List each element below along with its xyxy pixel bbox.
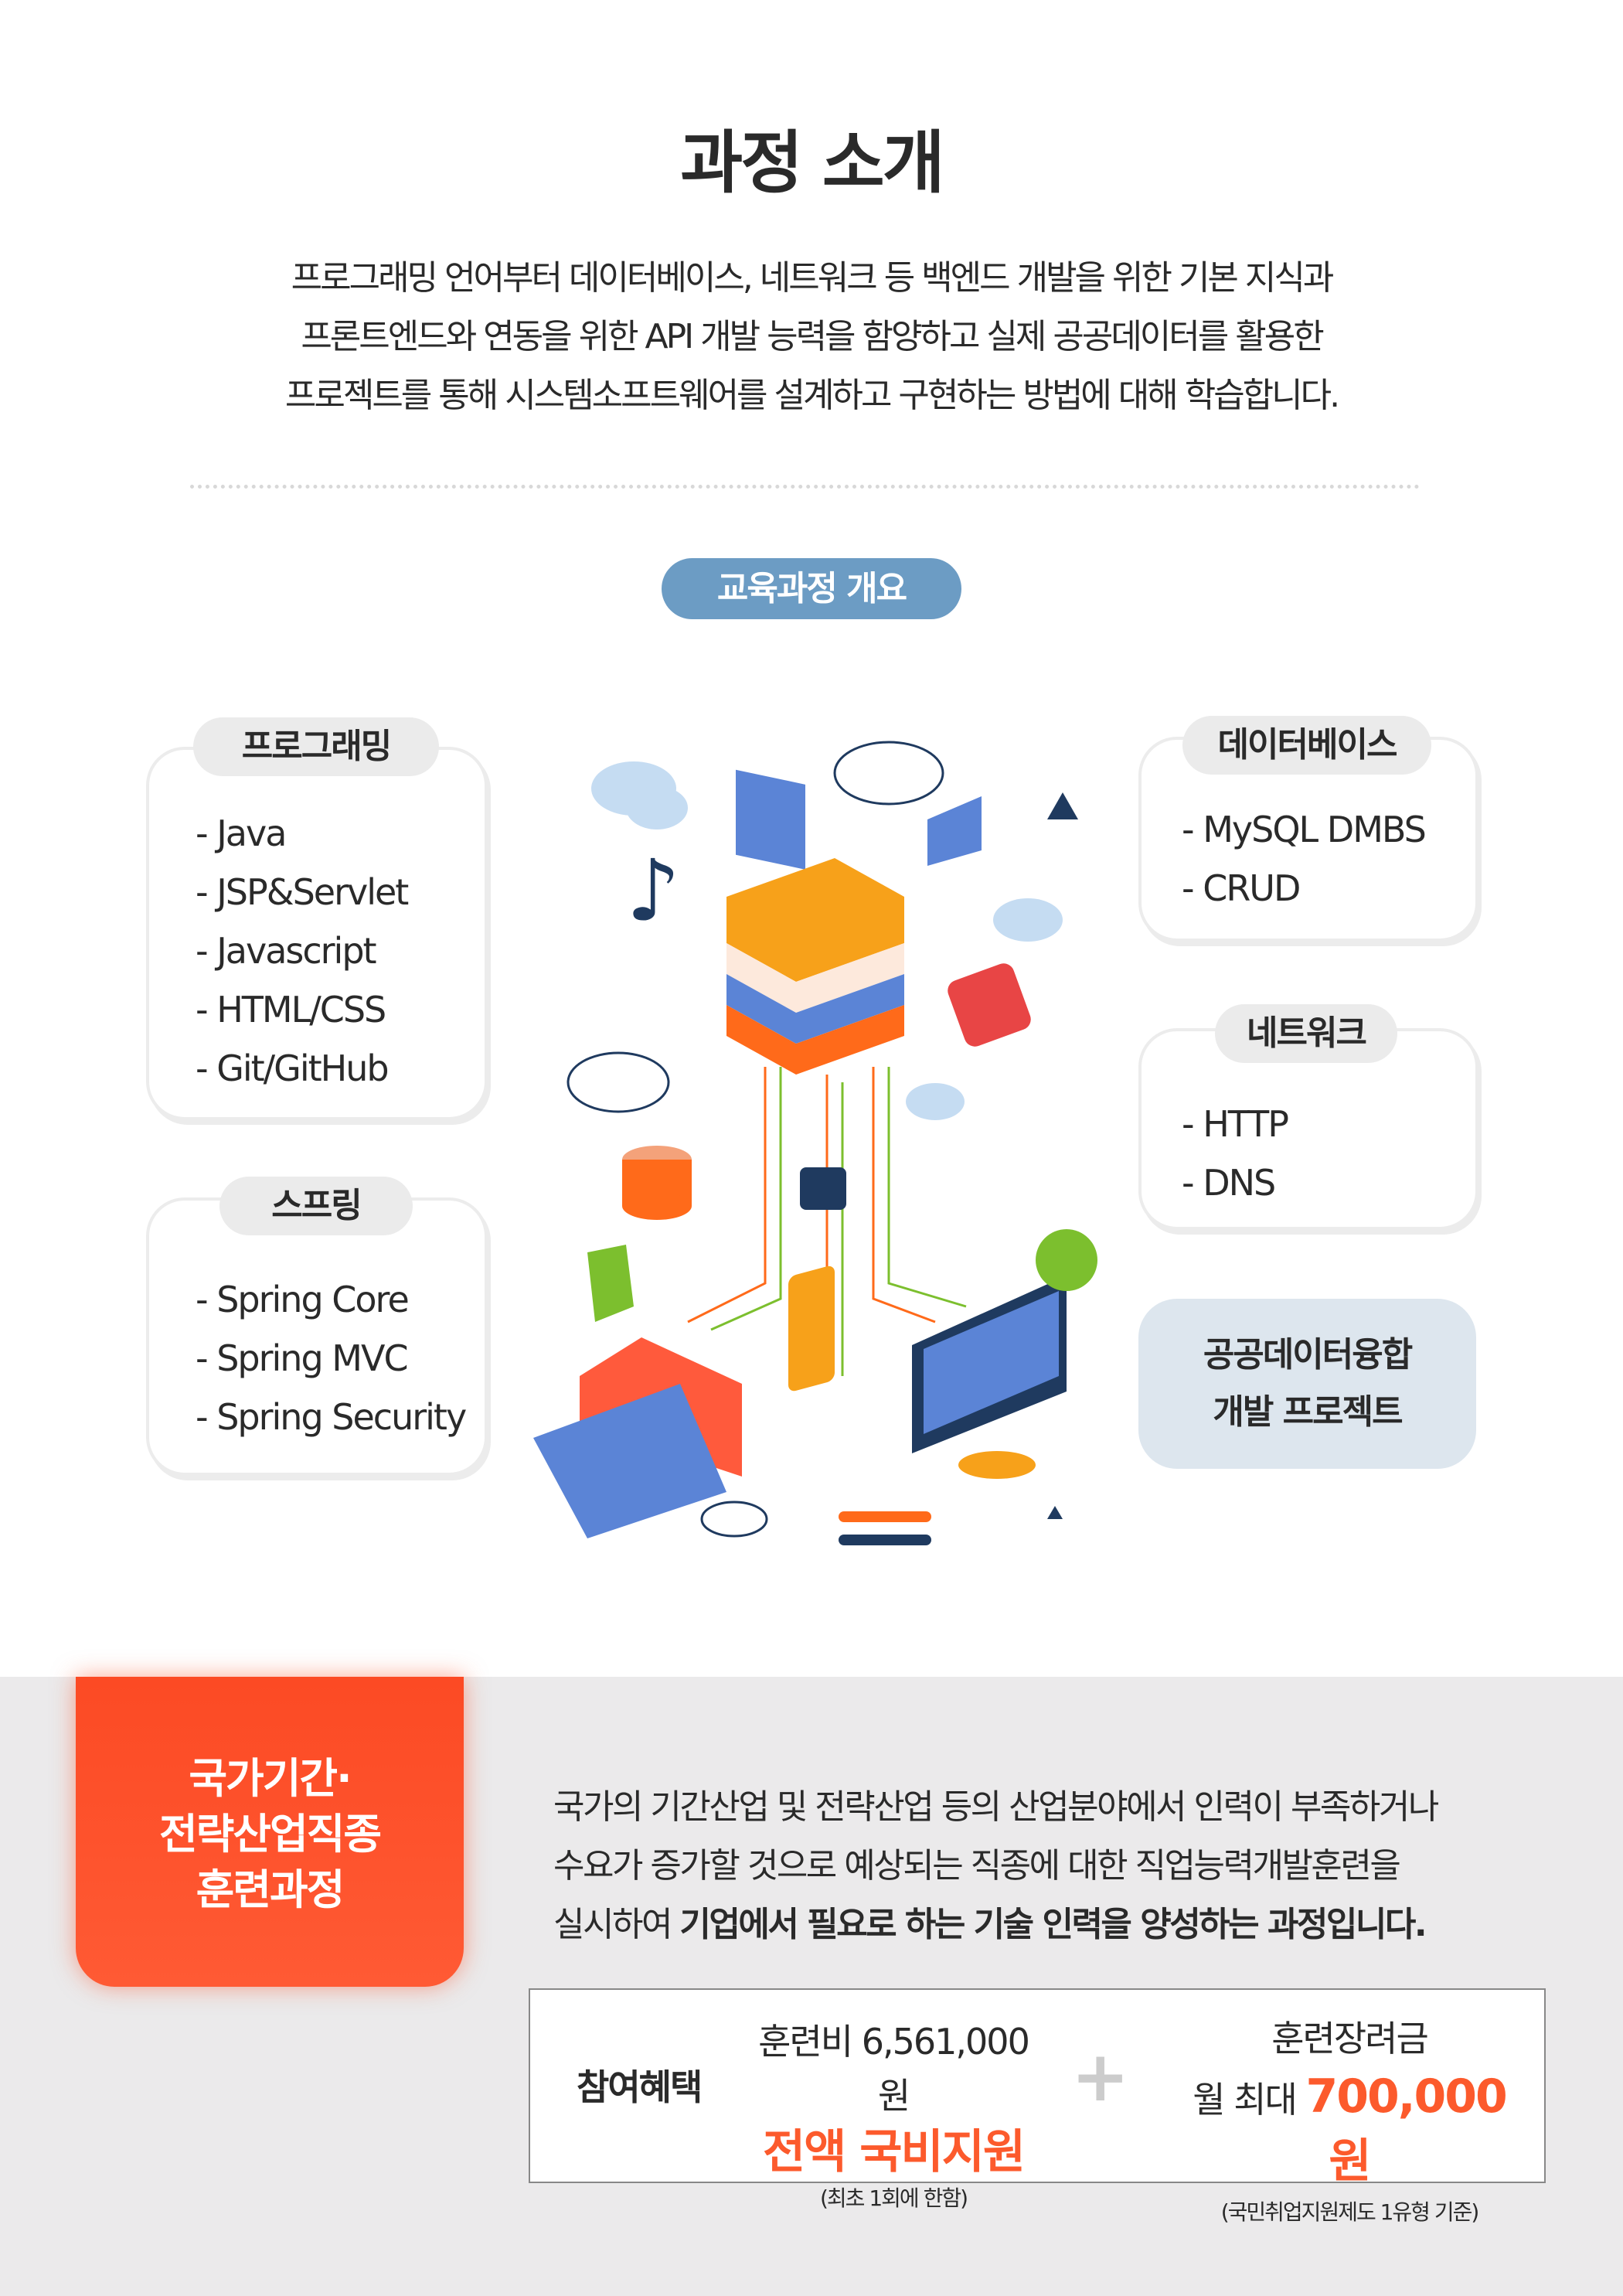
intro-line: 프로그래밍 언어부터 데이터베이스, 네트워크 등 백엔드 개발을 위한 기본 … xyxy=(291,258,1335,298)
triangle-decoration xyxy=(1047,792,1078,819)
spring-tag: 스프링 xyxy=(219,1177,413,1235)
laptop-icon xyxy=(533,1337,742,1538)
phone-icon xyxy=(788,1266,835,1392)
monitor-icon xyxy=(912,1276,1067,1479)
dotted-divider xyxy=(190,485,1420,489)
disk-icon xyxy=(700,1501,768,1538)
badge-line: 전략산업직종 xyxy=(158,1810,382,1858)
programming-tag: 프로그래밍 xyxy=(193,717,439,776)
server-network-illustration: ♪ xyxy=(533,741,1097,1545)
video-play-icon xyxy=(948,963,1031,1047)
programming-card: - Java - JSP&Servlet - Javascript - HTML… xyxy=(146,747,488,1120)
check-badge-icon xyxy=(1036,1229,1097,1291)
list-item: - Git/GitHub xyxy=(196,1048,390,1089)
image-icon xyxy=(736,769,805,870)
page-title: 과정 소개 xyxy=(680,123,944,203)
list-item: - HTML/CSS xyxy=(196,989,386,1030)
list-item: - Spring Core xyxy=(196,1279,410,1320)
fee-highlight: 전액 국비지원 xyxy=(762,2125,1026,2179)
cloud-outline-icon xyxy=(567,741,944,1113)
allowance-highlight: 700,000원 xyxy=(1305,2069,1507,2189)
list-item: - MySQL DMBS xyxy=(1182,809,1427,850)
fee-text: 훈련비 6,561,000원 xyxy=(758,2021,1030,2117)
list-item: - HTTP xyxy=(1182,1103,1289,1145)
project-line: 공공데이터융합 xyxy=(1203,1335,1413,1375)
cloud-icon xyxy=(993,898,1063,942)
list-item: - Java xyxy=(196,812,287,854)
cloud-icon xyxy=(906,1083,965,1120)
music-note-icon: ♪ xyxy=(626,841,680,940)
national-description: 국가의 기간산업 및 전략산업 등의 산업분야에서 인력이 부족하거나 수요가 … xyxy=(553,1778,1439,1954)
plus-icon: + xyxy=(1071,2036,1130,2117)
database-icon xyxy=(622,1146,692,1220)
bar-decoration xyxy=(839,1511,931,1522)
badge-line: 훈련과정 xyxy=(196,1865,345,1914)
server-icon xyxy=(726,858,904,1075)
shield-icon xyxy=(587,1245,634,1322)
list-item: - Spring Security xyxy=(196,1396,467,1438)
allowance-prefix: 월 최대 xyxy=(1193,2079,1306,2121)
list-item: - Spring MVC xyxy=(196,1337,409,1379)
bar-decoration xyxy=(839,1535,931,1545)
badge-line: 국가기간· xyxy=(189,1754,352,1803)
overview-pill: 교육과정 개요 xyxy=(662,558,961,619)
benefits-box: 참여혜택 훈련비 6,561,000원 전액 국비지원 (최초 1회에 한함) … xyxy=(529,1988,1546,2225)
cloud-icon xyxy=(591,761,688,829)
list-item: - DNS xyxy=(1182,1162,1276,1204)
list-item: - Javascript xyxy=(196,930,377,972)
desc-line: 실시하여 xyxy=(553,1905,680,1944)
intro-line: 프론트엔드와 연동을 위한 API 개발 능력을 함양하고 실제 공공데이터를 … xyxy=(301,317,1324,356)
allowance-note: (국민취업지원제도 1유형 기준) xyxy=(1220,2199,1480,2225)
national-badge: 국가기간· 전략산업직종 훈련과정 xyxy=(76,1677,464,1987)
fee-note: (최초 1회에 한함) xyxy=(819,2185,968,2211)
list-item: - JSP&Servlet xyxy=(196,871,409,913)
benefits-label: 참여혜택 xyxy=(577,2066,703,2108)
mail-icon xyxy=(927,796,982,866)
intro-text: 프로그래밍 언어부터 데이터베이스, 네트워크 등 백엔드 개발을 위한 기본 … xyxy=(0,249,1623,425)
allowance-text: 훈련장려금 xyxy=(1271,2018,1429,2059)
project-line: 개발 프로젝트 xyxy=(1213,1392,1403,1432)
desc-emphasis: 기업에서 필요로 하는 기술 인력을 양성하는 과정입니다. xyxy=(679,1905,1427,1944)
intro-line: 프로젝트를 통해 시스템소프트웨어를 설계하고 구현하는 방법에 대해 학습합니… xyxy=(284,376,1340,415)
network-tag: 네트워크 xyxy=(1215,1004,1397,1063)
spring-card: - Spring Core - Spring MVC - Spring Secu… xyxy=(146,1197,488,1476)
lock-icon xyxy=(800,1167,846,1210)
desc-line: 국가의 기간산업 및 전략산업 등의 산업분야에서 인력이 부족하거나 xyxy=(553,1787,1439,1827)
database-tag: 데이터베이스 xyxy=(1182,716,1431,775)
desc-line: 수요가 증가할 것으로 예상되는 직종에 대한 직업능력개발훈련을 xyxy=(553,1846,1401,1886)
triangle-decoration xyxy=(1047,1506,1063,1519)
list-item: - CRUD xyxy=(1182,867,1301,909)
project-card: 공공데이터융합 개발 프로젝트 xyxy=(1138,1299,1476,1469)
